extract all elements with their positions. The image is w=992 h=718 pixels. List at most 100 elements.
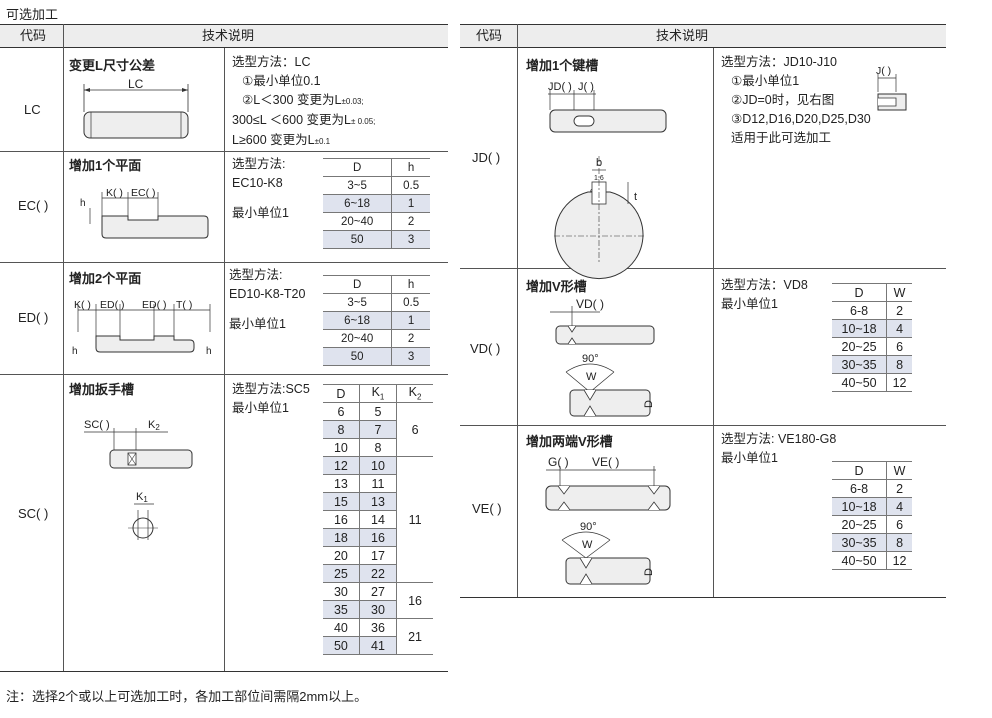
table-cell: 4 xyxy=(886,319,912,338)
code-lc: LC xyxy=(24,102,41,117)
lc-dim-label: LC xyxy=(128,77,144,91)
table-cell: 41 xyxy=(358,636,397,655)
ve-method: 选型方法: VE180-G8 xyxy=(721,432,837,446)
sc-method: 选型方法:SC5 xyxy=(232,382,310,396)
right-header-spec: 技术说明 xyxy=(656,28,709,43)
table-cell: 1 xyxy=(391,194,430,213)
vd-dim-angle: 90° xyxy=(582,353,599,365)
table-cell: 25 xyxy=(323,564,360,583)
lc-method: 选型方法：LC xyxy=(232,55,311,69)
left-header-spec: 技术说明 xyxy=(202,28,255,43)
table-cell: 20~40 xyxy=(323,329,392,348)
feature-ve: 增加两端V形槽 xyxy=(526,434,613,449)
ec-method-code: EC10-K8 xyxy=(232,176,283,190)
table-cell: 18 xyxy=(323,528,360,547)
row-divider xyxy=(460,268,946,269)
ec-dim-ec: EC( ) xyxy=(131,187,156,199)
ec-spec: 选型方法: EC10-K8 最小单位1 xyxy=(232,155,289,223)
table-cell: 2 xyxy=(886,301,912,320)
ed-spec: 选型方法: ED10-K8-T20 最小单位1 xyxy=(229,266,305,334)
jd-line4: 适用于此可选加工 xyxy=(731,131,832,145)
table-cell: 12 xyxy=(886,373,912,392)
row-divider xyxy=(460,425,946,426)
table-cell: 8 xyxy=(323,420,360,439)
left-mid-divider xyxy=(224,48,225,672)
table-cell: D xyxy=(323,275,392,294)
code-sc: SC( ) xyxy=(18,506,49,521)
code-ec: EC( ) xyxy=(18,198,49,213)
right-mid-divider xyxy=(713,48,714,597)
ed-dim-h1: h xyxy=(72,346,78,357)
table-cell: 13 xyxy=(358,492,397,511)
ve-dim-w: W xyxy=(582,539,593,551)
right-table-bottom xyxy=(460,597,946,598)
table-cell: 16 xyxy=(358,528,397,547)
table-cell: 11 xyxy=(396,456,433,583)
table-cell: 10 xyxy=(358,456,397,475)
table-cell: 8 xyxy=(358,438,397,457)
table-cell: 27 xyxy=(358,582,397,601)
table-cell: 30 xyxy=(323,582,360,601)
feature-lc: 变更L尺寸公差 xyxy=(69,58,155,73)
table-cell: W xyxy=(886,461,912,480)
table-cell: 2 xyxy=(886,479,912,498)
ec-method: 选型方法: xyxy=(232,157,286,171)
jd-roughness-1: 1.6 xyxy=(594,175,604,182)
ve-dim-g: G( ) xyxy=(548,455,569,469)
ec-dim-k: K( ) xyxy=(106,187,123,199)
lc-line3: 300≤L ＜600 变更为L± 0.05; xyxy=(232,113,376,127)
jd-dim-jd: JD( ) xyxy=(548,81,572,93)
right-col-divider xyxy=(517,24,518,597)
vd-dim-d: D xyxy=(643,400,655,408)
table-cell: 11 xyxy=(358,474,397,493)
table-cell: 14 xyxy=(358,510,397,529)
ed-dim-h2: h xyxy=(206,346,212,357)
table-cell: 22 xyxy=(358,564,397,583)
table-cell: 20~25 xyxy=(832,337,887,356)
feature-ec: 增加1个平面 xyxy=(69,158,142,173)
left-table-header: 代码 技术说明 xyxy=(0,24,448,48)
sc-dim-sc: SC( ) xyxy=(84,419,110,431)
table-cell: 50 xyxy=(323,636,360,655)
table-cell: 6-8 xyxy=(832,479,887,498)
table-cell: 10~18 xyxy=(832,497,887,516)
row-divider xyxy=(0,151,448,152)
table-cell: D xyxy=(323,158,392,177)
table-cell: 3~5 xyxy=(323,176,392,195)
table-cell: D xyxy=(832,283,887,302)
ve-dim-ve: VE( ) xyxy=(592,455,619,469)
table-cell: 13 xyxy=(323,474,360,493)
jd-dim-j-right: J( ) xyxy=(876,65,891,77)
vd-min-unit: 最小单位1 xyxy=(721,297,778,311)
table-cell: 3 xyxy=(391,347,430,366)
ed-method-code: ED10-K8-T20 xyxy=(229,287,306,301)
vd-method: 选型方法：VD8 xyxy=(721,278,808,292)
ec-pin-diagram: K( ) EC( ) h xyxy=(80,187,209,239)
page-title: 可选加工 xyxy=(6,7,59,22)
sc-spec: 选型方法:SC5 最小单位1 xyxy=(232,380,310,418)
table-cell: 10~18 xyxy=(832,319,887,338)
table-cell: 6-8 xyxy=(832,301,887,320)
table-cell: 40~50 xyxy=(832,551,887,570)
table-cell: 7 xyxy=(358,420,397,439)
code-ed: ED( ) xyxy=(18,310,49,325)
lc-line4: L≥600 变更为L±0.1 xyxy=(232,133,331,147)
jd-line3: ③D12,D16,D20,D25,D30 xyxy=(731,112,871,126)
ed-method: 选型方法: xyxy=(229,268,283,282)
lc-spec: 选型方法：LC ①最小单位0.1 ②L＜300 变更为L±0.03; 300≤L… xyxy=(232,53,375,151)
ec-dim-h: h xyxy=(80,198,86,209)
jd-dim-j: J( ) xyxy=(578,81,594,93)
feature-ed: 增加2个平面 xyxy=(69,271,142,286)
table-cell: 17 xyxy=(358,546,397,565)
table-cell: 30~35 xyxy=(832,355,887,374)
code-jd: JD( ) xyxy=(472,150,501,165)
table-cell: 16 xyxy=(323,510,360,529)
table-cell: 36 xyxy=(358,618,397,637)
right-table-header: 代码 技术说明 xyxy=(460,24,946,48)
right-header-code: 代码 xyxy=(476,28,503,43)
left-table-bottom xyxy=(0,671,448,672)
